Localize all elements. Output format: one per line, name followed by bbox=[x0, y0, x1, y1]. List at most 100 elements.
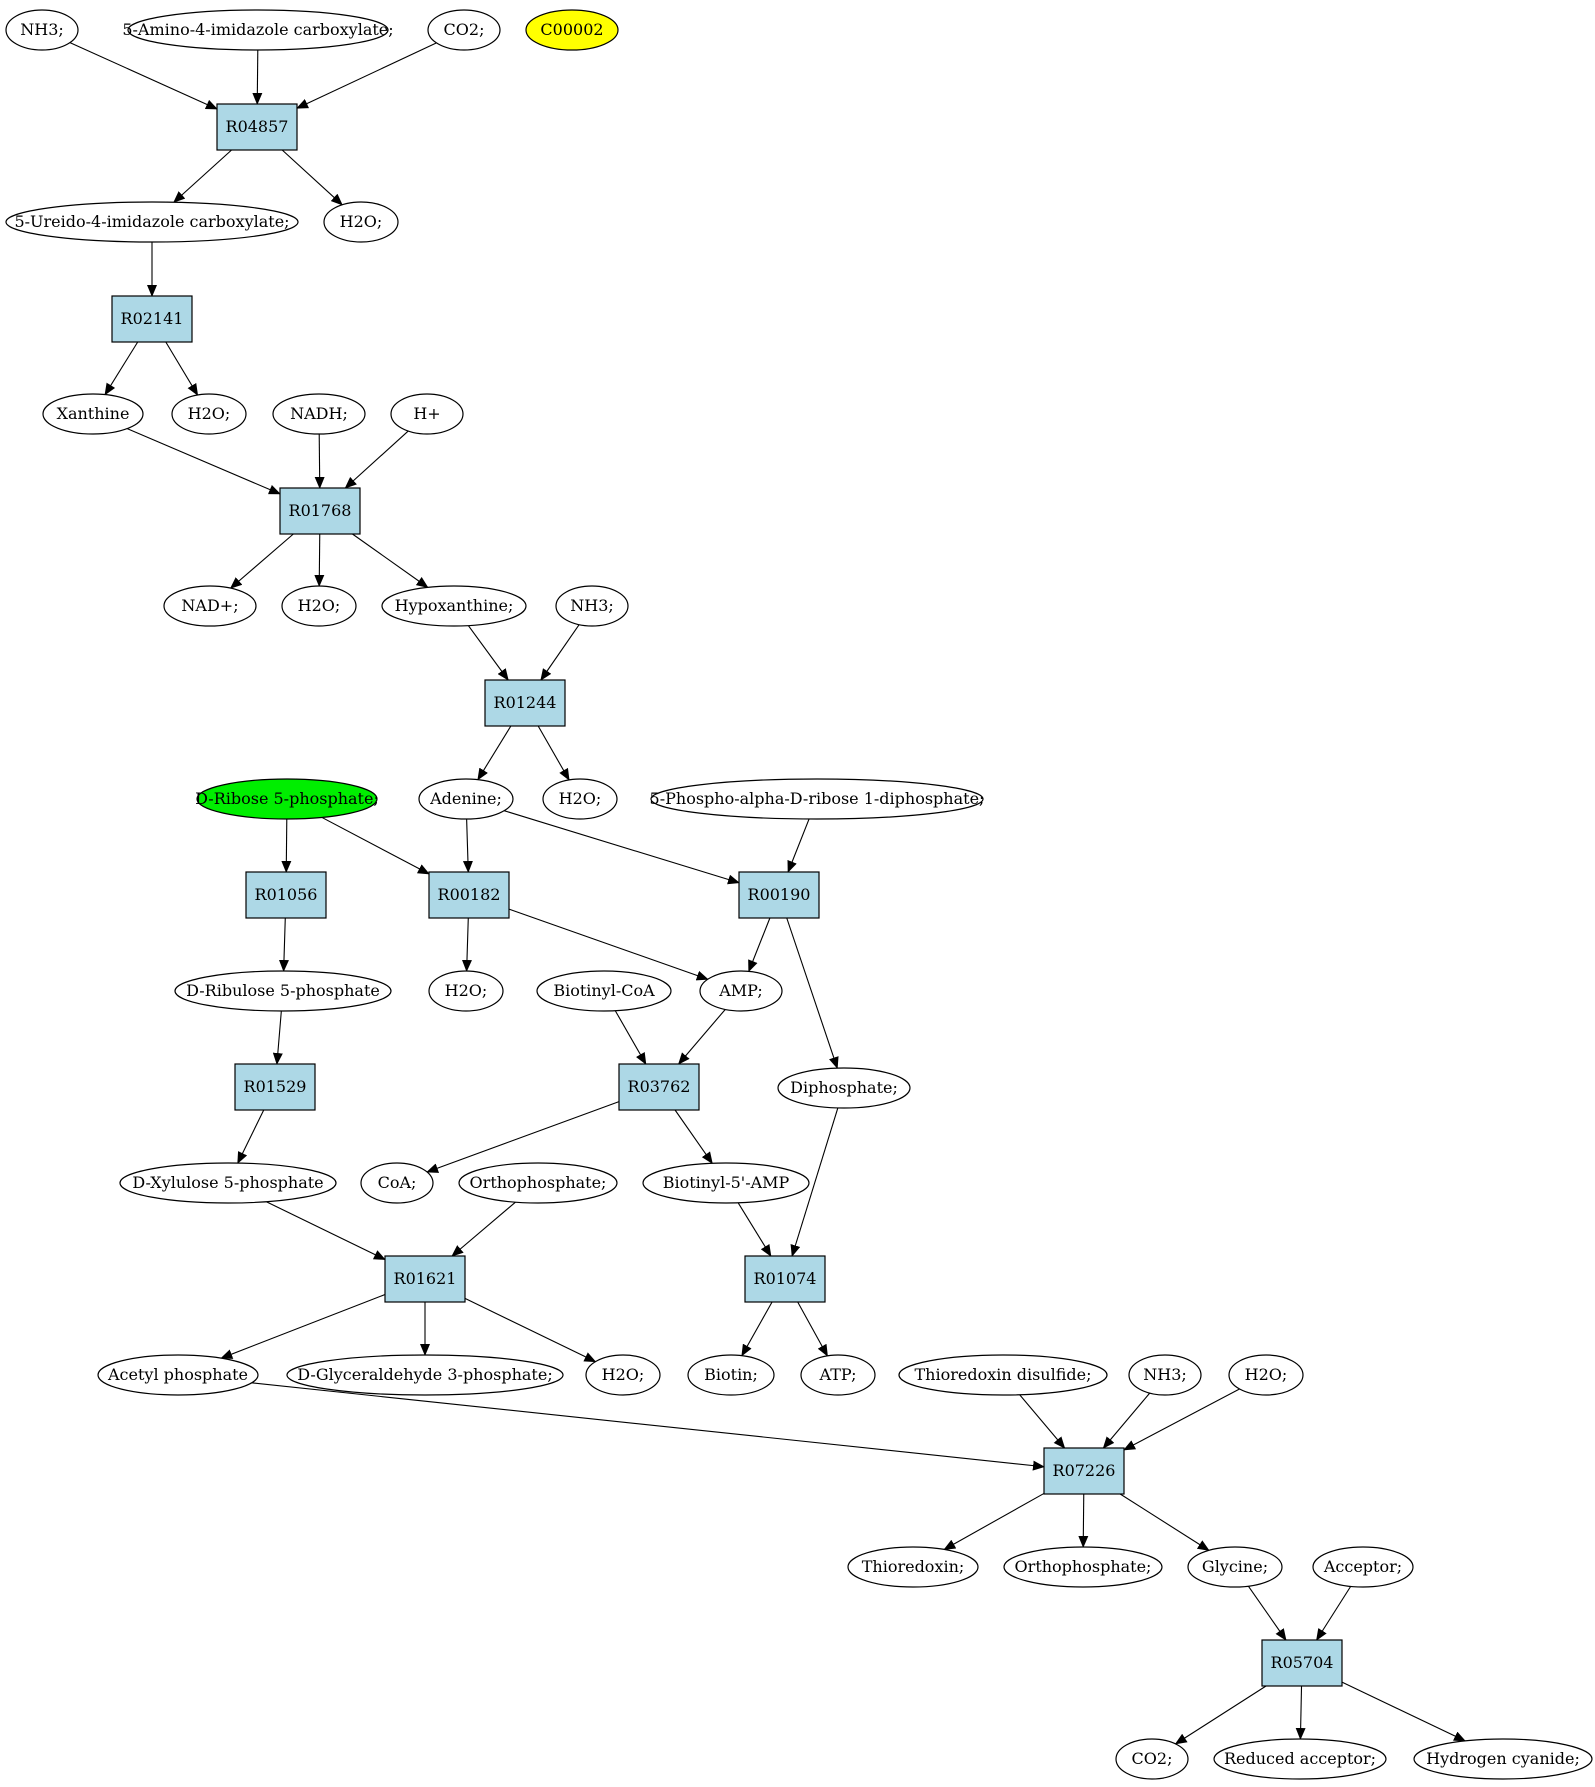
compound-node-co2_b[interactable]: CO2; bbox=[1115, 1738, 1189, 1780]
node-label: Biotin; bbox=[704, 1365, 758, 1384]
compound-node-g3p[interactable]: D-Glyceraldehyde 3-phosphate; bbox=[286, 1354, 564, 1396]
compound-node-h2o_a[interactable]: H2O; bbox=[323, 201, 399, 243]
reaction-node-R03762[interactable]: R03762 bbox=[618, 1063, 700, 1111]
compound-ellipse bbox=[642, 1162, 810, 1204]
edge-R00182-to-h2o_e bbox=[461, 917, 472, 973]
compound-node-biotin[interactable]: Biotin; bbox=[687, 1354, 775, 1396]
node-label: AMP; bbox=[718, 981, 763, 1000]
node-label: R01074 bbox=[754, 1269, 817, 1288]
compound-ellipse bbox=[847, 1546, 979, 1588]
reaction-node-R02141[interactable]: R02141 bbox=[111, 295, 193, 343]
compound-node-acceptor[interactable]: Acceptor; bbox=[1312, 1546, 1414, 1588]
compound-node-nadh[interactable]: NADH; bbox=[272, 393, 366, 435]
compound-node-h2o_e[interactable]: H2O; bbox=[428, 970, 504, 1012]
compound-node-xanthine[interactable]: Xanthine bbox=[42, 393, 144, 435]
reaction-node-R04857[interactable]: R04857 bbox=[216, 103, 298, 151]
compound-ellipse bbox=[687, 1354, 775, 1396]
compound-node-amino_imid[interactable]: 5-Amino-4-imidazole carboxylate; bbox=[122, 9, 394, 51]
compound-ellipse bbox=[777, 1067, 911, 1109]
reaction-node-R00182[interactable]: R00182 bbox=[428, 871, 510, 919]
edge-R02141-to-h2o_b bbox=[165, 341, 199, 396]
compound-node-adenine[interactable]: Adenine; bbox=[418, 778, 514, 820]
reaction-box bbox=[111, 295, 193, 343]
node-label: Thioredoxin; bbox=[862, 1557, 965, 1576]
compound-node-h2o_c[interactable]: H2O; bbox=[281, 585, 357, 627]
compound-node-hcn[interactable]: Hydrogen cyanide; bbox=[1413, 1738, 1593, 1780]
node-label: ATP; bbox=[819, 1365, 857, 1384]
compound-ellipse bbox=[5, 201, 299, 243]
compound-node-nh3_c[interactable]: NH3; bbox=[1128, 1354, 1202, 1396]
reaction-node-R01529[interactable]: R01529 bbox=[234, 1063, 316, 1111]
reaction-node-R01621[interactable]: R01621 bbox=[384, 1255, 466, 1303]
compound-node-h2o_g[interactable]: H2O; bbox=[1228, 1354, 1304, 1396]
compound-node-prpp[interactable]: 5-Phospho-alpha-D-ribose 1-diphosphate; bbox=[650, 778, 985, 820]
compound-ellipse bbox=[1128, 1354, 1202, 1396]
compound-node-coa[interactable]: CoA; bbox=[360, 1162, 434, 1204]
compound-node-thiodisulf[interactable]: Thioredoxin disulfide; bbox=[898, 1354, 1108, 1396]
compound-ellipse bbox=[5, 9, 79, 51]
compound-node-hypoxanthine[interactable]: Hypoxanthine; bbox=[381, 585, 527, 627]
reaction-node-R07226[interactable]: R07226 bbox=[1043, 1447, 1125, 1495]
reaction-node-R01244[interactable]: R01244 bbox=[484, 679, 566, 727]
compound-node-thioredoxin[interactable]: Thioredoxin; bbox=[847, 1546, 979, 1588]
node-label: Xanthine bbox=[57, 404, 130, 423]
compound-node-h2o_d[interactable]: H2O; bbox=[542, 778, 618, 820]
node-label: H2O; bbox=[445, 981, 488, 1000]
node-label: H2O; bbox=[559, 789, 602, 808]
compound-node-biotinylcoa[interactable]: Biotinyl-CoA bbox=[536, 970, 672, 1012]
edge-R01529-to-xylulose5p bbox=[237, 1109, 265, 1164]
edge-R01074-to-biotin bbox=[741, 1301, 773, 1357]
compound-node-ribose5p[interactable]: D-Ribose 5-phosphate; bbox=[195, 778, 379, 820]
compound-node-biotinylamp[interactable]: Biotinyl-5'-AMP bbox=[642, 1162, 810, 1204]
reaction-node-R05704[interactable]: R05704 bbox=[1261, 1639, 1343, 1687]
node-label: Thioredoxin disulfide; bbox=[914, 1365, 1091, 1384]
reaction-box bbox=[744, 1255, 826, 1303]
edge-acceptor-to-R05704 bbox=[1316, 1586, 1352, 1641]
compound-node-acetylp[interactable]: Acetyl phosphate bbox=[97, 1354, 259, 1396]
compound-node-orthophos_b[interactable]: Orthophosphate; bbox=[1003, 1546, 1163, 1588]
compound-node-orthophos_a[interactable]: Orthophosphate; bbox=[458, 1162, 618, 1204]
reaction-box bbox=[216, 103, 298, 151]
edge-biotinylcoa-to-R03762 bbox=[614, 1010, 647, 1065]
node-label: 5-Phospho-alpha-D-ribose 1-diphosphate; bbox=[650, 789, 985, 808]
compound-node-diphosphate[interactable]: Diphosphate; bbox=[777, 1067, 911, 1109]
edge-h2o_g-to-R07226 bbox=[1123, 1388, 1240, 1451]
node-label: H2O; bbox=[1245, 1365, 1288, 1384]
compound-node-hplus[interactable]: H+ bbox=[390, 393, 464, 435]
reaction-box bbox=[484, 679, 566, 727]
compound-node-h2o_b[interactable]: H2O; bbox=[171, 393, 247, 435]
edges-layer bbox=[69, 42, 1467, 1745]
compound-node-ribulose5p[interactable]: D-Ribulose 5-phosphate bbox=[174, 970, 392, 1012]
node-label: H2O; bbox=[340, 212, 383, 231]
compound-ellipse bbox=[286, 1354, 564, 1396]
compound-ellipse bbox=[699, 970, 783, 1012]
reaction-box bbox=[279, 487, 361, 535]
compound-node-amp[interactable]: AMP; bbox=[699, 970, 783, 1012]
compound-ellipse bbox=[1413, 1738, 1593, 1780]
compound-node-ureido_imid[interactable]: 5-Ureido-4-imidazole carboxylate; bbox=[5, 201, 299, 243]
compound-node-c00002[interactable]: C00002 bbox=[525, 9, 619, 51]
compound-node-redacceptor[interactable]: Reduced acceptor; bbox=[1213, 1738, 1387, 1780]
edge-ribose5p-to-R01056 bbox=[281, 818, 292, 873]
edge-ribose5p-to-R00182 bbox=[321, 816, 430, 875]
node-label: Adenine; bbox=[429, 789, 502, 808]
compound-node-co2_a[interactable]: CO2; bbox=[427, 9, 501, 51]
reaction-node-R00190[interactable]: R00190 bbox=[738, 871, 820, 919]
compound-ellipse bbox=[1187, 1546, 1283, 1588]
compound-node-glycine[interactable]: Glycine; bbox=[1187, 1546, 1283, 1588]
node-label: D-Glyceraldehyde 3-phosphate; bbox=[297, 1365, 552, 1384]
compound-ellipse bbox=[536, 970, 672, 1012]
reaction-node-R01768[interactable]: R01768 bbox=[279, 487, 361, 535]
edge-R01621-to-acetylp bbox=[220, 1294, 386, 1359]
edge-xanthine-to-R01768 bbox=[126, 428, 281, 495]
compound-node-h2o_f[interactable]: H2O; bbox=[585, 1354, 661, 1396]
reaction-node-R01074[interactable]: R01074 bbox=[744, 1255, 826, 1303]
compound-ellipse bbox=[428, 970, 504, 1012]
compound-node-xylulose5p[interactable]: D-Xylulose 5-phosphate bbox=[119, 1162, 337, 1204]
compound-node-atp[interactable]: ATP; bbox=[800, 1354, 876, 1396]
reaction-node-R01056[interactable]: R01056 bbox=[245, 871, 327, 919]
reaction-box bbox=[1261, 1639, 1343, 1687]
compound-node-nadplus[interactable]: NAD+; bbox=[163, 585, 257, 627]
compound-node-nh3_b[interactable]: NH3; bbox=[555, 585, 629, 627]
compound-node-nh3_a[interactable]: NH3; bbox=[5, 9, 79, 51]
